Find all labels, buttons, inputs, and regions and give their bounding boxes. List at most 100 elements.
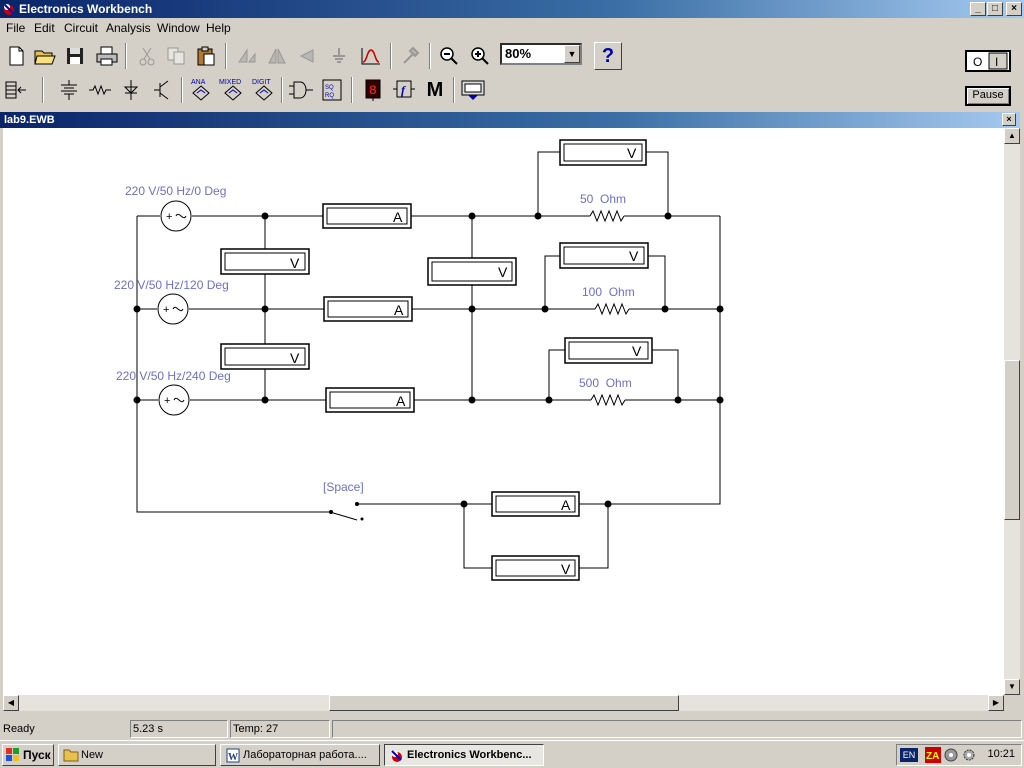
diodes-bin-button[interactable] xyxy=(118,77,144,103)
zoom-select[interactable]: 80% ▼ xyxy=(500,43,582,65)
menu-file[interactable]: File xyxy=(6,21,26,35)
taskbar: Пуск New W Лабораторная работа.... Elect… xyxy=(0,740,1024,768)
app-icon xyxy=(391,750,402,762)
svg-text:RQ: RQ xyxy=(325,93,334,99)
misc-bin-button[interactable]: M xyxy=(422,77,448,103)
paste-button[interactable] xyxy=(193,43,219,69)
help-button[interactable]: ? xyxy=(594,42,622,70)
mixed-ic-icon: MIXED xyxy=(219,79,242,101)
language-indicator[interactable]: EN xyxy=(900,748,918,762)
ac-source-phase-c[interactable]: + xyxy=(158,384,190,416)
ammeter-phase-b[interactable]: A xyxy=(323,296,413,322)
status-bar: Ready 5.23 s Temp: 27 xyxy=(0,718,1024,740)
scroll-right-icon[interactable]: ▶ xyxy=(988,695,1004,711)
voltmeter-r50[interactable]: V xyxy=(559,139,647,166)
rotate-icon xyxy=(238,48,256,63)
pause-button[interactable]: Pause xyxy=(965,86,1011,106)
app-title: Electronics Workbench xyxy=(19,2,153,16)
ac-source-phase-a[interactable]: + xyxy=(160,200,192,232)
svg-text:DIGIT: DIGIT xyxy=(252,79,271,86)
indicators-bin-button[interactable]: 8 xyxy=(360,77,386,103)
voltmeter-r500[interactable]: V xyxy=(564,337,653,364)
open-button[interactable] xyxy=(32,43,58,69)
ammeter-phase-c[interactable]: A xyxy=(325,387,415,413)
open-folder-icon xyxy=(34,50,56,65)
word-document-icon: W xyxy=(226,748,240,763)
basic-bin-button[interactable] xyxy=(87,77,113,103)
flip-horizontal-button[interactable] xyxy=(264,43,290,69)
component-properties-button[interactable] xyxy=(398,43,424,69)
horizontal-scrollbar[interactable]: ◀ ▶ xyxy=(3,695,1004,711)
voltmeter-line-bc[interactable]: V xyxy=(220,343,310,370)
task-electronics-workbench[interactable]: Electronics Workbenc... xyxy=(384,744,544,766)
menu-analysis[interactable]: Analysis xyxy=(106,21,151,35)
maximize-button[interactable]: □ xyxy=(987,2,1003,16)
menu-circuit[interactable]: Circuit xyxy=(64,21,99,35)
digital-ic-icon: DIGIT xyxy=(252,79,273,101)
vertical-scroll-thumb[interactable] xyxy=(1004,360,1020,520)
analog-ic-bin-button[interactable]: ANA xyxy=(188,77,214,103)
menu-edit[interactable]: Edit xyxy=(34,21,55,35)
start-label: Пуск xyxy=(23,748,51,762)
controls-bin-button[interactable]: f xyxy=(391,77,417,103)
network-icon[interactable] xyxy=(943,747,959,763)
ammeter-phase-a[interactable]: A xyxy=(322,203,412,229)
zoom-in-button[interactable] xyxy=(467,43,493,69)
circuit-schematic[interactable]: + + + A A A A V V V V V V V 220 V/50 Hz/… xyxy=(3,128,1004,695)
document-close-button[interactable]: × xyxy=(1002,113,1016,126)
menu-bar: File Edit Circuit Analysis Window Help xyxy=(0,18,1024,38)
resistor-50[interactable] xyxy=(589,209,625,223)
ac-source-phase-b[interactable]: + xyxy=(157,293,189,325)
voltmeter-line-ab[interactable]: V xyxy=(220,248,310,275)
sources-bin-button[interactable] xyxy=(56,77,82,103)
circuit-canvas[interactable]: + + + A A A A V V V V V V V 220 V/50 Hz/… xyxy=(3,128,1004,695)
menu-help[interactable]: Help xyxy=(206,21,231,35)
graph-button[interactable] xyxy=(358,43,384,69)
svg-text:f: f xyxy=(401,83,406,97)
resistor-500[interactable] xyxy=(590,393,626,407)
menu-window[interactable]: Window xyxy=(157,21,200,35)
subcircuit-button[interactable] xyxy=(326,43,352,69)
flip-vertical-button[interactable] xyxy=(294,43,320,69)
horizontal-scroll-thumb[interactable] xyxy=(329,695,679,711)
svg-text:V: V xyxy=(498,264,508,280)
voltmeter-middle[interactable]: V xyxy=(427,257,517,286)
transistors-bin-button[interactable] xyxy=(149,77,175,103)
new-file-button[interactable] xyxy=(3,43,29,69)
vertical-scrollbar[interactable]: ▲ ▼ xyxy=(1004,128,1020,695)
close-button[interactable]: × xyxy=(1006,2,1022,16)
logic-gates-bin-button[interactable] xyxy=(288,77,314,103)
digital-ic-bin-button[interactable]: DIGIT xyxy=(250,77,276,103)
task-new-folder[interactable]: New xyxy=(58,744,216,766)
task-label: New xyxy=(81,749,104,761)
rotate-button[interactable] xyxy=(234,43,260,69)
windows-logo-icon xyxy=(6,748,19,761)
task-word-document[interactable]: W Лабораторная работа.... xyxy=(220,744,380,766)
scroll-left-icon[interactable]: ◀ xyxy=(3,695,19,711)
copy-button[interactable] xyxy=(163,43,189,69)
voltmeter-neutral[interactable]: V xyxy=(491,555,580,581)
zonealarm-icon[interactable]: ZA xyxy=(925,747,941,763)
seven-segment-icon: 8 xyxy=(365,79,381,101)
print-button[interactable] xyxy=(94,43,120,69)
battery-icon xyxy=(61,80,77,100)
start-button[interactable]: Пуск xyxy=(2,744,54,766)
toolbar-separator xyxy=(351,77,353,103)
save-button[interactable] xyxy=(62,43,88,69)
favorites-bin-button[interactable] xyxy=(3,77,29,103)
cut-button[interactable] xyxy=(134,43,160,69)
instruments-bin-button[interactable] xyxy=(460,77,486,103)
minimize-button[interactable]: _ xyxy=(970,2,986,16)
gear-icon[interactable] xyxy=(961,747,977,763)
zoom-out-button[interactable] xyxy=(436,43,462,69)
ammeter-neutral[interactable]: A xyxy=(491,491,580,517)
scroll-down-icon[interactable]: ▼ xyxy=(1004,679,1020,695)
voltmeter-r100[interactable]: V xyxy=(559,242,649,269)
scroll-up-icon[interactable]: ▲ xyxy=(1004,128,1020,144)
mixed-ic-bin-button[interactable]: MIXED xyxy=(219,77,245,103)
resistor-100[interactable] xyxy=(594,302,630,316)
chevron-down-icon[interactable]: ▼ xyxy=(564,45,580,63)
